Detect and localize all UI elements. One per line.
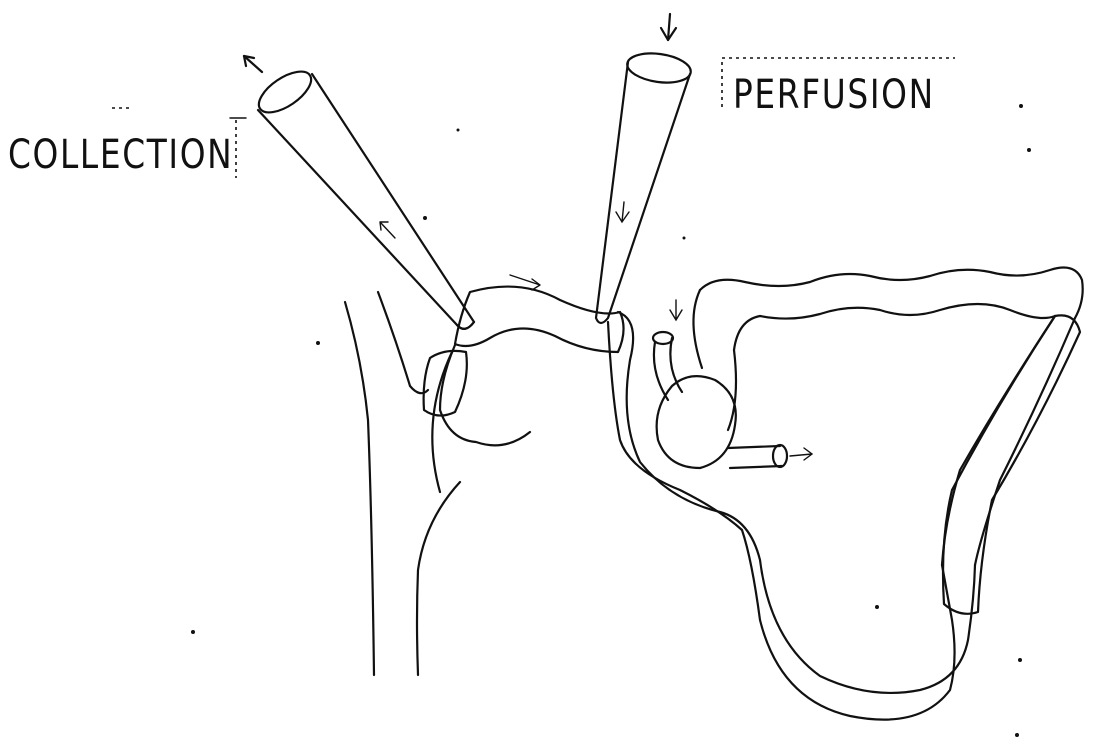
perfusion-arrow-icon [661,14,676,40]
perfusion-label: PERFUSION [733,72,935,118]
collection-arrow-icon [244,56,262,72]
loop-tubule [608,268,1083,720]
perfusion-inner-arrow-icon [616,202,629,222]
collection-label: COLLECTION [8,132,233,178]
perfused-tubule-segment [455,275,624,352]
collection-pipette [252,64,474,329]
perfusion-pipette [596,50,693,323]
glomerulus [657,376,736,468]
left-vessel [345,292,530,675]
efferent-arteriole [728,445,812,468]
afferent-arteriole [653,300,682,400]
collection-inner-arrow-icon [380,222,395,238]
